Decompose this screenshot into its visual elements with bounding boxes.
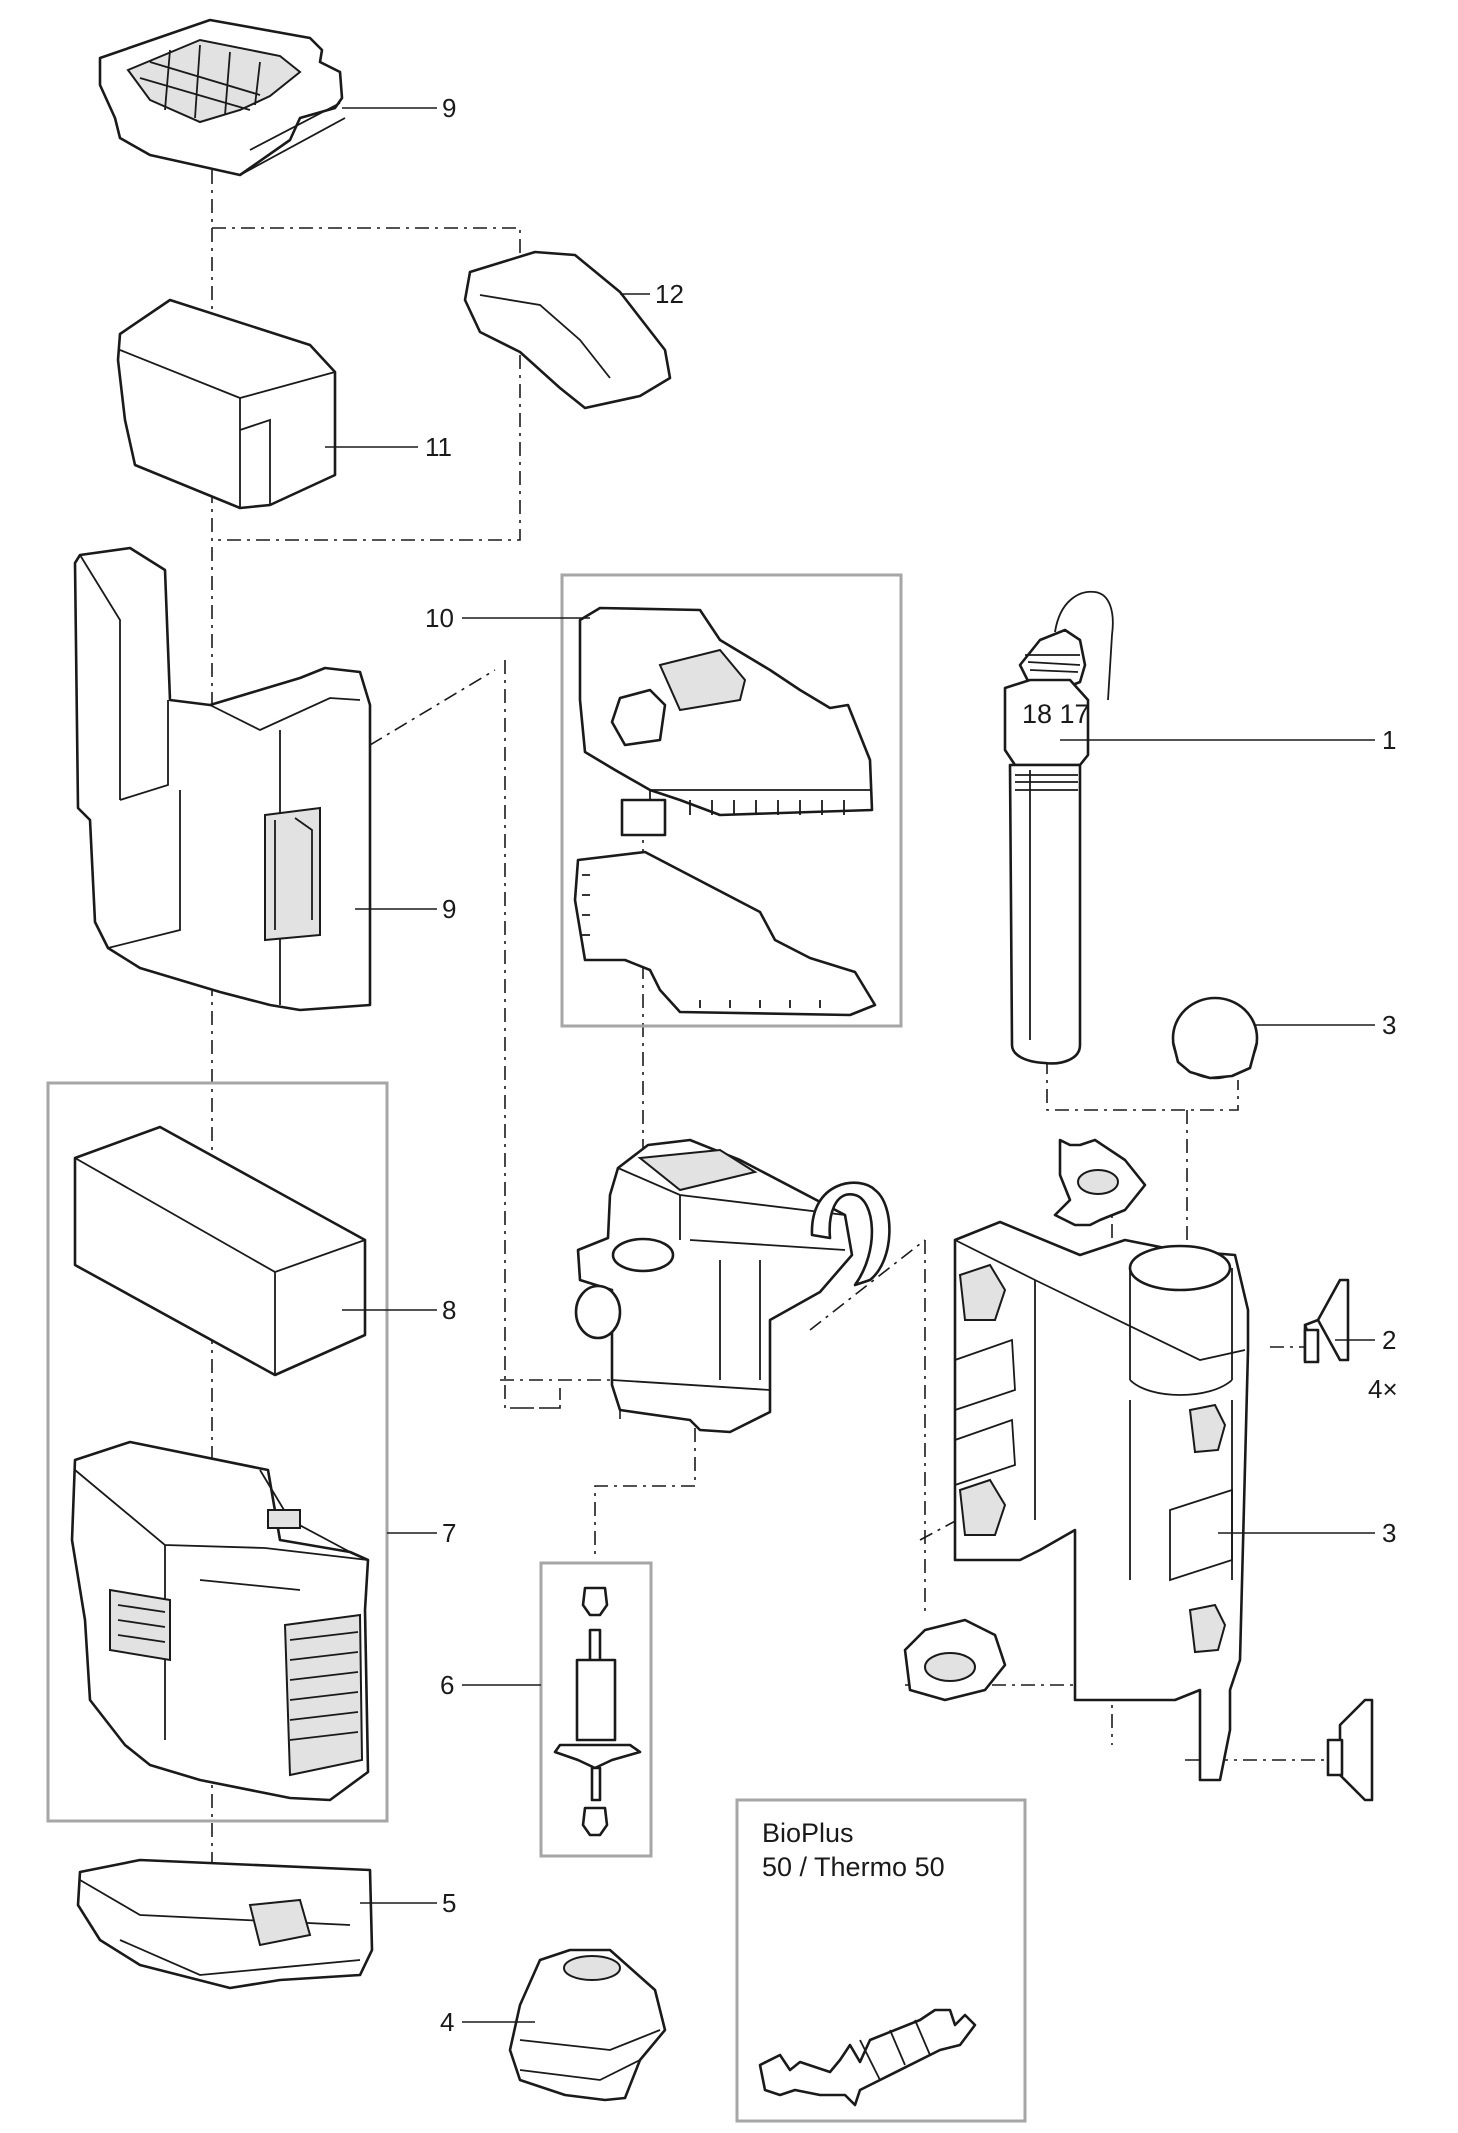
callout-labels: 9 12 11 10 1 9 3 8 2 4× 7 3 6 5 4 [425, 93, 1398, 2037]
callout-8-foam-block: 8 [442, 1295, 456, 1325]
part-11-sponge [116, 298, 337, 510]
part-1-heater: 18 17 [1003, 590, 1114, 1065]
part-8-foam-block [73, 1125, 367, 1377]
callout-7-filter-basket: 7 [442, 1518, 456, 1548]
callout-4-pump-base: 4 [440, 2007, 454, 2037]
group-box-filter-cartridge [46, 1081, 389, 1823]
part-4-pump-base [508, 1948, 667, 2102]
part-6-impeller [553, 1586, 642, 1837]
callout-12-filter-pad: 12 [655, 279, 684, 309]
part-9-top-cover [98, 18, 346, 177]
callout-9-filter-housing: 9 [442, 894, 456, 924]
part-12-filter-pad [463, 250, 672, 410]
part-9-filter-housing [73, 546, 372, 1012]
callout-2-suction-cup: 2 [1382, 1325, 1396, 1355]
callout-11-sponge: 11 [425, 432, 452, 462]
callout-1-heater: 1 [1382, 725, 1396, 755]
pump-housing [574, 1138, 891, 1434]
callout-6-impeller: 6 [440, 1670, 454, 1700]
callout-quantity: 4× [1368, 1374, 1398, 1404]
callout-10-pump-lid: 10 [425, 603, 454, 633]
part-10-gasket [573, 850, 877, 1017]
heater-dial-digits: 18 17 [1022, 699, 1090, 729]
inset-title-line2: 50 / Thermo 50 [762, 1852, 945, 1882]
callout-3-cap: 3 [1382, 1010, 1396, 1040]
callout-5-base: 5 [442, 1888, 456, 1918]
part-3-cap [1171, 996, 1259, 1080]
leader-lines [325, 107, 1375, 2023]
group-box-impeller [539, 1561, 653, 1858]
assembly-axis-lines [211, 170, 1340, 1975]
callout-9-top-cover: 9 [442, 93, 456, 123]
inset-impeller-illustration [758, 2008, 977, 2107]
part-3-wall-holder [953, 1220, 1250, 1782]
group-box-lid-assembly [560, 573, 903, 1028]
part-7-filter-basket [70, 1440, 370, 1802]
part-5-base [76, 1858, 374, 1990]
inset-title-line1: BioPlus [762, 1818, 854, 1848]
group-box-bioplus-inset [735, 1798, 1027, 2123]
part-10-pump-lid [578, 606, 874, 837]
callout-3-wall-holder: 3 [1382, 1518, 1396, 1548]
